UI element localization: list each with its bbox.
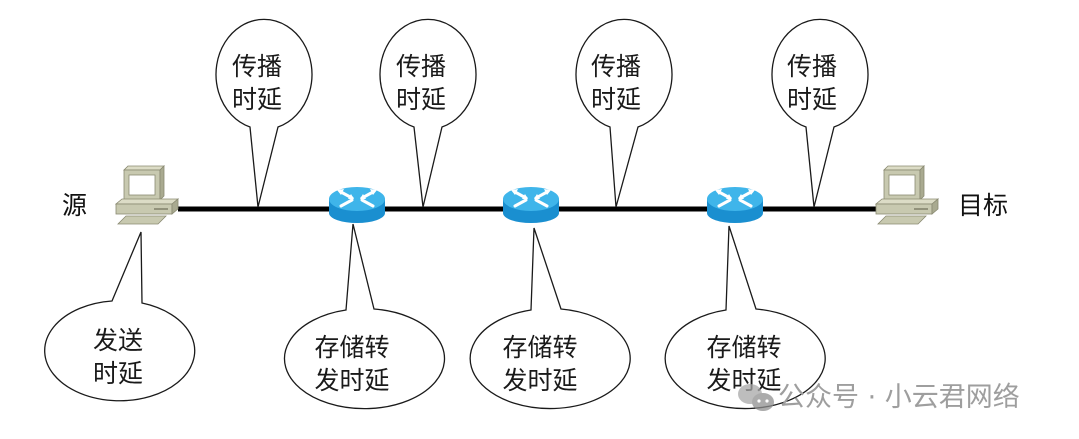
- callout-line-2: 时延: [396, 85, 446, 114]
- wechat-icon: [738, 384, 774, 411]
- router-icon-3: [705, 185, 765, 225]
- callout-line-2: 时延: [232, 85, 282, 114]
- callout-line-2: 发时延: [502, 366, 577, 395]
- watermark-text: 公众号 · 小云君网络: [778, 382, 1020, 413]
- router-icon-2: [501, 185, 561, 225]
- callout-line-1: 存储转: [706, 333, 781, 362]
- source-computer-icon: [115, 165, 179, 225]
- propagation-delay-callout-2: 传播 时延: [379, 18, 477, 208]
- callout-line-2: 时延: [93, 359, 143, 388]
- callout-line-2: 发时延: [314, 366, 389, 395]
- router-icon-1: [327, 185, 387, 225]
- source-label: 源: [62, 191, 87, 220]
- callout-line-1: 发送: [93, 326, 143, 355]
- destination-computer-icon: [875, 165, 939, 225]
- callout-line-1: 存储转: [314, 333, 389, 362]
- callout-line-1: 传播: [232, 52, 282, 81]
- propagation-delay-callout-1: 传播 时延: [215, 18, 313, 208]
- callout-line-2: 时延: [787, 85, 837, 114]
- propagation-delay-callout-3: 传播 时延: [575, 18, 673, 208]
- propagation-delay-callout-4: 传播 时延: [771, 18, 869, 208]
- callout-line-2: 时延: [591, 85, 641, 114]
- destination-label: 目标: [958, 191, 1008, 220]
- store-forward-delay-callout-1: 存储转 发时延: [283, 223, 446, 410]
- store-forward-delay-callout-3: 存储转 发时延: [664, 225, 826, 410]
- callout-line-1: 传播: [787, 52, 837, 81]
- store-forward-delay-callout-2: 存储转 发时延: [469, 227, 631, 410]
- callout-line-1: 存储转: [502, 333, 577, 362]
- transmission-delay-callout: 发送 时延: [44, 231, 196, 402]
- callout-line-1: 传播: [591, 52, 641, 81]
- callout-line-1: 传播: [396, 52, 446, 81]
